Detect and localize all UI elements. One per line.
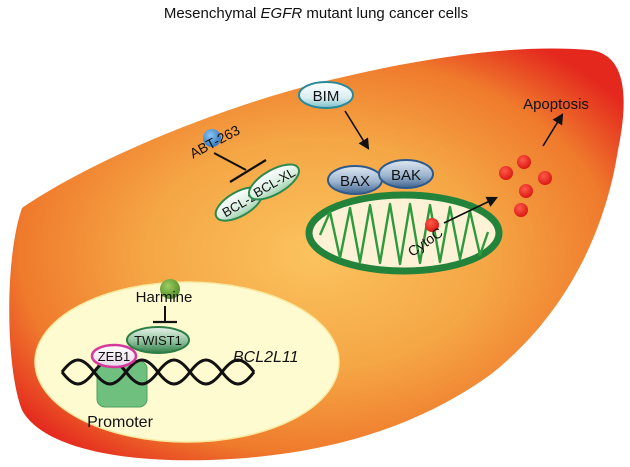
twist1-protein: TWIST1 [126, 326, 190, 354]
bax-label: BAX [340, 173, 370, 190]
zeb1-protein: ZEB1 [90, 343, 138, 369]
harmine-label: Harmine [136, 289, 193, 306]
mitochondrion [305, 191, 503, 275]
cytoc-dot [499, 166, 513, 180]
cytoc-dot [538, 171, 552, 185]
twist1-label: TWIST1 [134, 333, 182, 348]
promoter-label: Promoter [87, 414, 153, 431]
abt263-inhibition [213, 152, 267, 183]
bim-label: BIM [313, 88, 340, 105]
apoptosis-label: Apoptosis [523, 96, 589, 113]
bax-protein: BAX [327, 165, 383, 195]
cytoc-release-arrow [443, 196, 499, 224]
cytoc-dot [519, 184, 533, 198]
bak-label: BAK [391, 167, 421, 184]
harmine-drug: Harmine [136, 279, 193, 306]
zeb1-label: ZEB1 [98, 349, 131, 364]
cytoc-dot [514, 203, 528, 217]
bak-protein: BAK [378, 159, 434, 189]
figure-title: Mesenchymal EGFR mutant lung cancer cell… [164, 5, 468, 22]
mitochondrion-cristae [318, 202, 490, 266]
dna-helix [60, 358, 256, 386]
bim-to-bax-arrow [344, 110, 370, 150]
apoptosis-arrow [542, 113, 564, 147]
released-cytoc-cluster [499, 155, 552, 217]
bcl2l11-label: BCL2L11 [233, 349, 299, 366]
cytoc-dot [517, 155, 531, 169]
bim-protein: BIM [298, 81, 354, 109]
harmine-inhibition [153, 306, 177, 324]
